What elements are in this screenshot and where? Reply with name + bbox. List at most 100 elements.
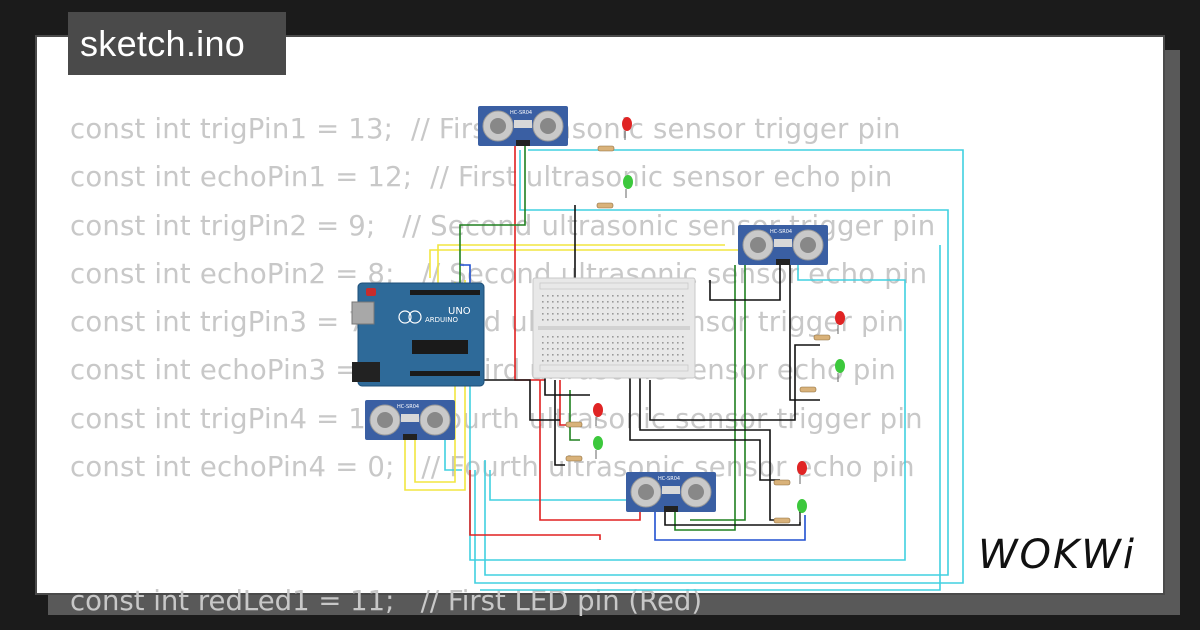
breadboard-hole <box>612 354 614 356</box>
breadboard-hole <box>682 354 684 356</box>
breadboard-hole <box>562 336 564 338</box>
breadboard-hole <box>622 313 624 315</box>
led-green-3[interactable] <box>593 436 603 459</box>
wire-black <box>554 380 565 466</box>
breadboard-hole <box>562 295 564 297</box>
breadboard-hole <box>642 295 644 297</box>
breadboard-hole <box>567 342 569 344</box>
breadboard-hole <box>607 307 609 309</box>
breadboard-hole <box>597 342 599 344</box>
breadboard-hole <box>597 348 599 350</box>
breadboard-hole <box>547 319 549 321</box>
breadboard-hole <box>672 301 674 303</box>
resistors <box>565 145 831 524</box>
breadboard-hole <box>567 301 569 303</box>
breadboard-hole <box>552 336 554 338</box>
breadboard-hole <box>667 313 669 315</box>
breadboard-hole <box>672 336 674 338</box>
wire-black <box>629 375 780 481</box>
led-red-1[interactable] <box>622 117 632 140</box>
breadboard-hole <box>672 342 674 344</box>
breadboard-hole <box>627 336 629 338</box>
breadboard-hole <box>587 313 589 315</box>
wire-cyan <box>474 149 964 584</box>
breadboard-hole <box>562 348 564 350</box>
breadboard-hole <box>607 348 609 350</box>
breadboard-hole <box>677 360 679 362</box>
breadboard-hole <box>622 319 624 321</box>
breadboard-hole <box>562 313 564 315</box>
breadboard-hole <box>602 354 604 356</box>
breadboard-hole <box>632 336 634 338</box>
led-green-1[interactable] <box>623 175 633 198</box>
breadboard-hole <box>632 348 634 350</box>
arduino-uno-board[interactable]: ARDUINO UNO <box>351 282 485 387</box>
breadboard-hole <box>557 354 559 356</box>
breadboard-hole <box>627 295 629 297</box>
breadboard-hole <box>577 313 579 315</box>
breadboard-hole <box>672 307 674 309</box>
breadboard-hole <box>662 301 664 303</box>
breadboard-hole <box>542 301 544 303</box>
breadboard-hole <box>637 319 639 321</box>
breadboard-hole <box>587 342 589 344</box>
breadboard-hole <box>542 295 544 297</box>
led-red-2[interactable] <box>835 311 845 334</box>
breadboard-hole <box>542 307 544 309</box>
breadboard[interactable] <box>532 277 696 379</box>
breadboard-hole <box>677 319 679 321</box>
breadboard-hole <box>662 313 664 315</box>
breadboard-hole <box>602 295 604 297</box>
breadboard-hole <box>552 307 554 309</box>
breadboard-hole <box>597 360 599 362</box>
breadboard-hole <box>547 313 549 315</box>
breadboard-hole <box>642 348 644 350</box>
breadboard-hole <box>677 313 679 315</box>
breadboard-hole <box>612 342 614 344</box>
breadboard-hole <box>542 336 544 338</box>
wire-black <box>709 265 781 301</box>
breadboard-hole <box>542 354 544 356</box>
breadboard-hole <box>602 360 604 362</box>
file-tab[interactable]: sketch.ino <box>68 12 286 75</box>
breadboard-hole <box>672 354 674 356</box>
breadboard-hole <box>617 301 619 303</box>
resistor <box>799 386 817 393</box>
breadboard-hole <box>557 295 559 297</box>
breadboard-hole <box>622 301 624 303</box>
breadboard-hole <box>622 336 624 338</box>
breadboard-hole <box>652 336 654 338</box>
breadboard-hole <box>547 354 549 356</box>
breadboard-hole <box>612 336 614 338</box>
ultrasonic-sensor-4[interactable]: HC-SR04 <box>626 472 716 512</box>
ultrasonic-sensor-1[interactable]: HC-SR04 <box>478 106 568 146</box>
breadboard-hole <box>642 360 644 362</box>
breadboard-hole <box>632 301 634 303</box>
breadboard-hole <box>627 313 629 315</box>
led-green-2[interactable] <box>835 359 845 382</box>
breadboard-hole <box>607 360 609 362</box>
led-green-4[interactable] <box>797 499 807 522</box>
breadboard-hole <box>632 342 634 344</box>
breadboard-hole <box>592 360 594 362</box>
breadboard-hole <box>657 354 659 356</box>
ultrasonic-sensor-3[interactable]: HC-SR04 <box>365 400 455 440</box>
breadboard-hole <box>612 313 614 315</box>
ultrasonic-sensor-2[interactable]: HC-SR04 <box>738 225 828 265</box>
breadboard-hole <box>562 342 564 344</box>
breadboard-hole <box>637 307 639 309</box>
led-red-4[interactable] <box>797 461 807 484</box>
led-red-3[interactable] <box>593 403 603 426</box>
wire-green <box>674 265 736 531</box>
breadboard-hole <box>552 360 554 362</box>
wire-green <box>569 390 580 441</box>
breadboard-hole <box>662 348 664 350</box>
breadboard-hole <box>597 295 599 297</box>
breadboard-hole <box>562 319 564 321</box>
breadboard-hole <box>582 301 584 303</box>
breadboard-hole <box>627 354 629 356</box>
breadboard-hole <box>637 301 639 303</box>
breadboard-hole <box>602 301 604 303</box>
breadboard-hole <box>617 336 619 338</box>
breadboard-hole <box>652 319 654 321</box>
